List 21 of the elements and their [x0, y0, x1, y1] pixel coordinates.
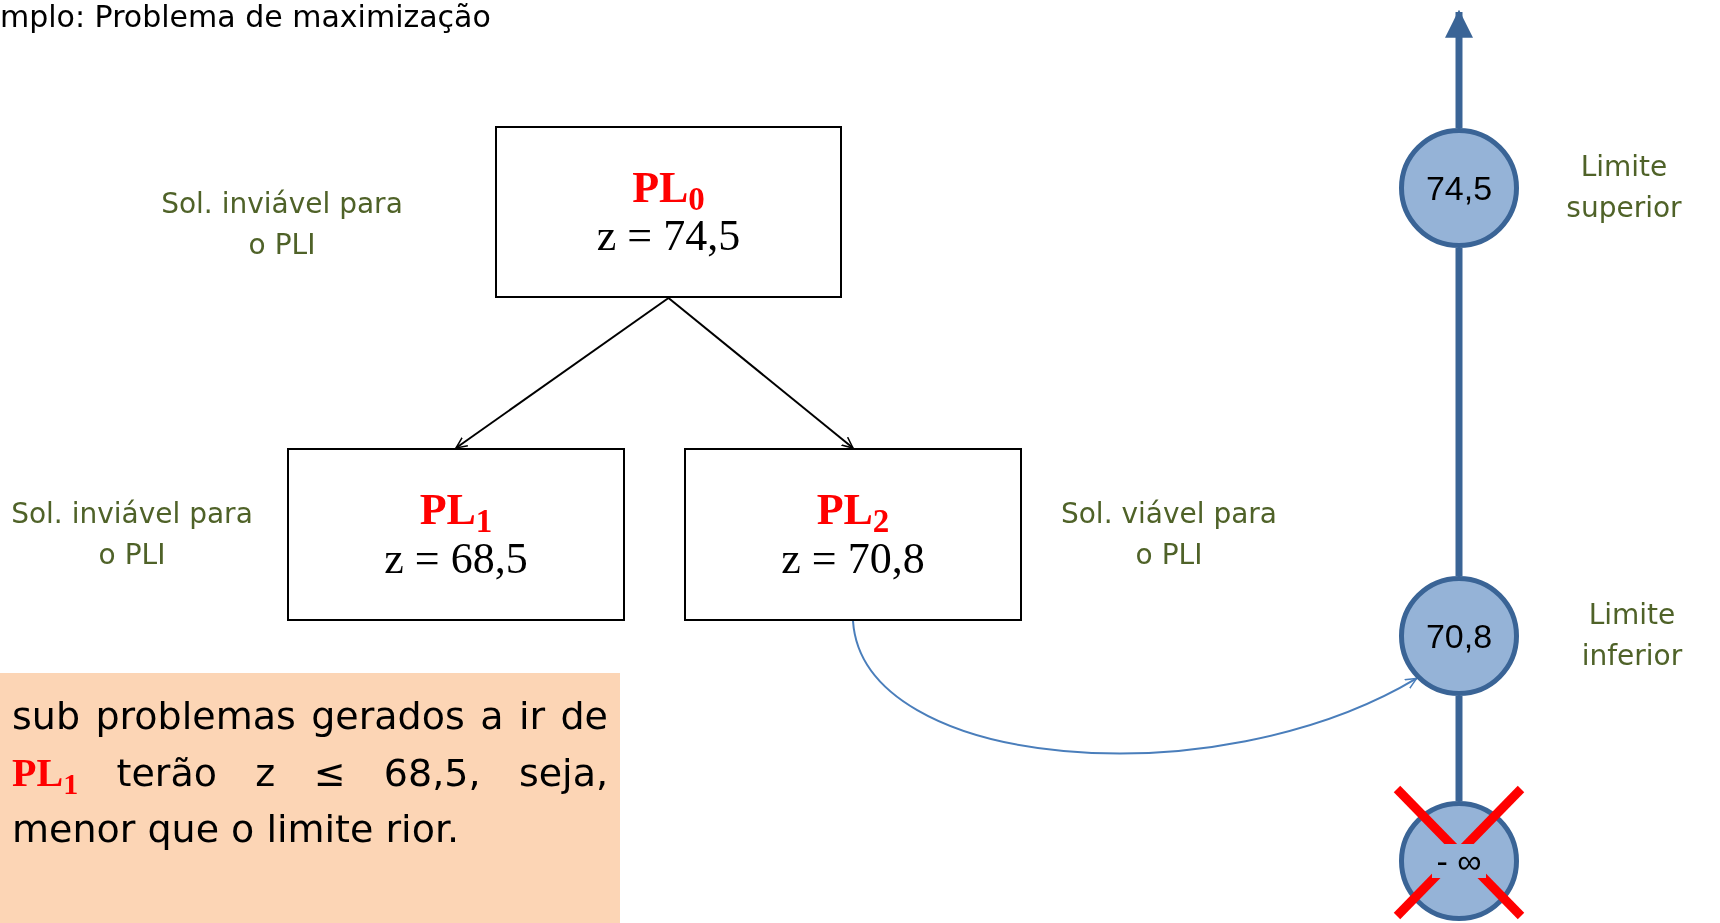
side-note: Limite superior: [1565, 149, 1683, 226]
note-panel: [0, 673, 620, 923]
side-note: Limite inferior: [1580, 597, 1684, 674]
problem-name: PL$_{0}$: [632, 163, 705, 212]
problem-name: PL$_{2}$: [816, 486, 890, 535]
slide-title: mplo: Problema de maximização: [0, 2, 491, 32]
arrow: [667, 297, 854, 449]
problem-name: PL$_{1}$: [419, 486, 493, 535]
side-note: Sol. viável para o PLI: [1059, 496, 1279, 573]
side-note: Sol. inviável para o PLI: [160, 186, 404, 263]
objective-value: z = 74,5: [596, 212, 741, 261]
connector-line: [1455, 696, 1463, 801]
circle-value: - ∞: [1432, 844, 1486, 878]
objective-value: z = 68,5: [384, 534, 528, 583]
note-text: sub problemas gerados a ir de PL$_{1}$ terão z ≤ 68,5, seja, menor que o limite rior.: [12, 693, 608, 854]
connector-line: [1455, 248, 1463, 576]
connector-line: [1445, 9, 1473, 128]
side-note: Sol. inviável para o PLI: [10, 496, 254, 573]
arrow: [455, 297, 670, 449]
objective-value: z = 70,8: [781, 534, 925, 583]
arrow: [852, 620, 1418, 755]
